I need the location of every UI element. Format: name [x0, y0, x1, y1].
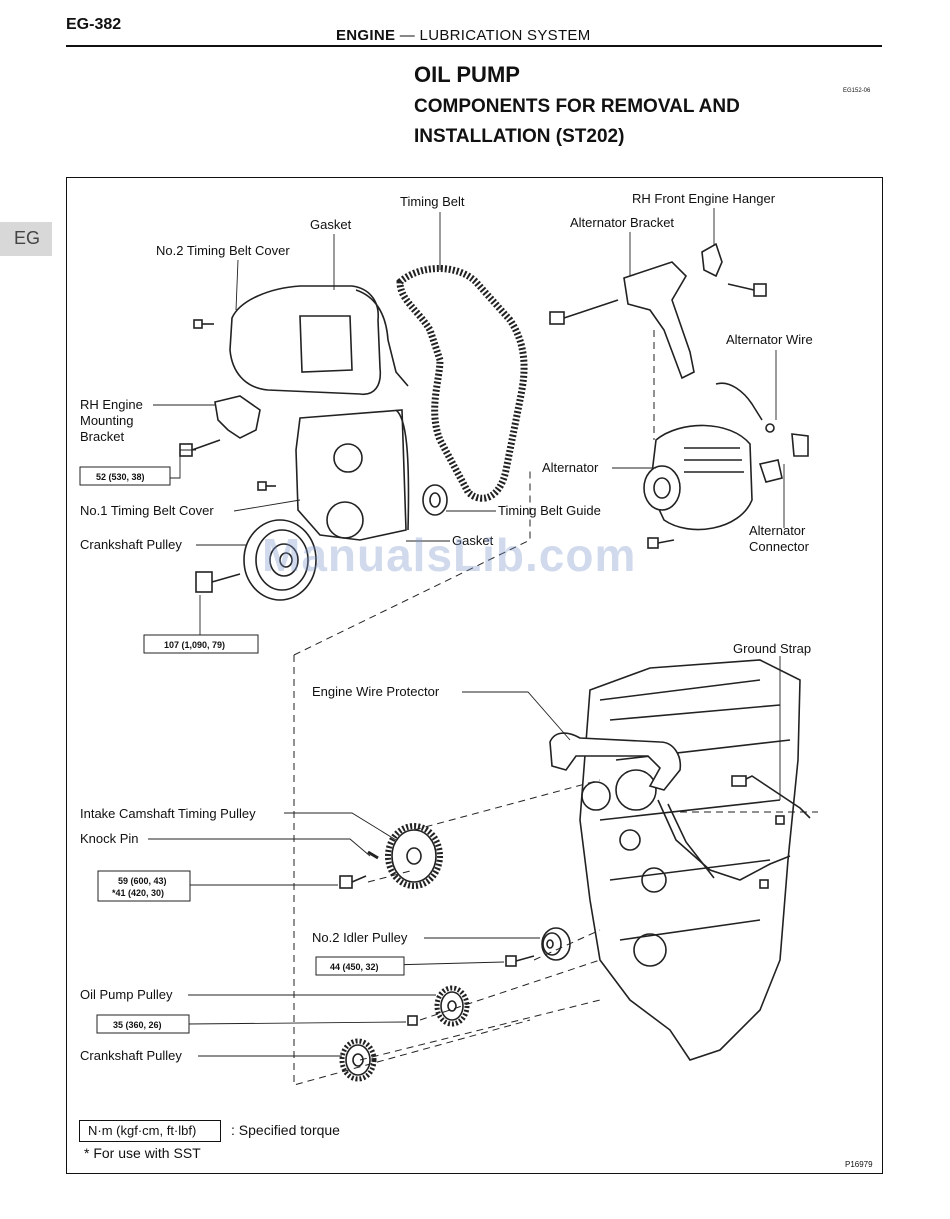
label-no2-timing-belt-cover: No.2 Timing Belt Cover [156, 243, 290, 258]
nut-icon [407, 1015, 418, 1026]
timing-belt [396, 265, 528, 502]
legend-unit: N·m (kgf·cm, ft·lbf) [88, 1123, 197, 1138]
no2-timing-belt-cover [229, 285, 382, 395]
long-bolt-icon [549, 299, 619, 325]
label-no1-timing-belt-cover: No.1 Timing Belt Cover [80, 503, 214, 518]
rh-engine-mounting-bracket [214, 395, 261, 439]
torque-box: 35 (360, 26) [96, 1014, 190, 1034]
label-alternator-connector-2: Connector [749, 539, 810, 554]
legend-sst-note: * For use with SST [84, 1145, 201, 1161]
ground-strap [739, 775, 811, 819]
label-timing-belt-guide: Timing Belt Guide [498, 503, 601, 518]
cover-opening [333, 443, 363, 473]
alternator-connector [791, 433, 809, 457]
bolt-icon [775, 815, 785, 825]
gasket-top [355, 289, 409, 387]
label-engine-wire-protector: Engine Wire Protector [312, 684, 440, 699]
alternator-wire [715, 382, 763, 421]
label-alternator-bracket: Alternator Bracket [570, 215, 674, 230]
alternator-bracket [623, 261, 695, 380]
torque-box: 59 (600, 43) *41 (420, 30) [97, 870, 191, 902]
engine-block [579, 659, 801, 1061]
torque-box: 52 (530, 38) [79, 466, 171, 486]
bolt-icon [193, 319, 214, 329]
knock-pin [367, 850, 379, 860]
page-subtitle: COMPONENTS FOR REMOVAL AND INSTALLATION (… [414, 92, 844, 152]
wire-harness [657, 799, 791, 881]
watermark: ManualsLib.com [262, 529, 637, 581]
crankshaft-pulley-top [243, 519, 317, 601]
label-intake-camshaft-timing-pulley: Intake Camshaft Timing Pulley [80, 806, 256, 821]
page-title: OIL PUMP [414, 62, 520, 87]
side-tab-label: EG [14, 228, 41, 248]
belt-guide-hole [429, 492, 441, 508]
legend-unit-description: : Specified torque [231, 1122, 340, 1138]
torque-52: 52 (530, 38) [96, 472, 145, 482]
side-tab[interactable]: EG [0, 222, 52, 256]
section-heading-bold: ENGINE [336, 27, 396, 44]
guide-line [293, 470, 531, 1086]
section-heading-rest: — LUBRICATION SYSTEM [395, 27, 591, 44]
label-rh-engine-mounting-2: Mounting [80, 413, 133, 428]
wire-terminal [765, 423, 775, 433]
diagram-frame [66, 177, 883, 1174]
label-timing-belt: Timing Belt [400, 194, 465, 209]
header-rule [66, 45, 882, 47]
label-rh-engine-mounting-3: Bracket [80, 429, 124, 444]
ground-strap-end [731, 775, 747, 787]
oil-pump-pulley [434, 985, 470, 1027]
torque-59: 59 (600, 43) [118, 876, 167, 886]
no2-idler-pulley [541, 927, 571, 961]
label-alternator-wire: Alternator Wire [726, 332, 813, 347]
label-ground-strap: Ground Strap [733, 641, 811, 656]
bolt-icon [759, 879, 769, 889]
label-rh-front-engine-hanger: RH Front Engine Hanger [632, 191, 776, 206]
label-rh-engine-mounting-1: RH Engine [80, 397, 143, 412]
intake-camshaft-timing-pulley [385, 823, 443, 889]
label-gasket-mid: Gasket [452, 533, 494, 548]
torque-box: 44 (450, 32) [315, 956, 405, 976]
doc-code: EG152-06 [843, 88, 871, 94]
label-no2-idler-pulley: No.2 Idler Pulley [312, 930, 408, 945]
torque-41: *41 (420, 30) [112, 888, 164, 898]
legend-unit-box: N·m (kgf·cm, ft·lbf) [79, 1120, 221, 1142]
bolt-icon [339, 875, 367, 889]
connector-plug [758, 459, 783, 483]
guide-line [359, 779, 601, 1061]
engine-wire-protector [549, 732, 682, 791]
torque-107: 107 (1,090, 79) [164, 640, 225, 650]
timing-belt-guide [422, 484, 448, 516]
page-number: EG-382 [66, 16, 122, 33]
label-crankshaft-pulley-top: Crankshaft Pulley [80, 537, 182, 552]
bolt-icon [179, 439, 221, 457]
label-knock-pin: Knock Pin [80, 831, 139, 846]
label-gasket-top: Gasket [310, 217, 352, 232]
bolt-icon [195, 571, 241, 593]
bolt-icon [505, 955, 535, 967]
crankshaft-pulley-bottom [339, 1038, 377, 1082]
torque-44: 44 (450, 32) [330, 962, 379, 972]
label-crankshaft-pulley-bottom: Crankshaft Pulley [80, 1048, 182, 1063]
bolt-icon [257, 481, 276, 491]
bolt-icon [727, 283, 767, 297]
rh-front-engine-hanger [701, 242, 723, 278]
cover-opening [326, 501, 364, 539]
torque-box: 107 (1,090, 79) [143, 634, 259, 654]
alternator [643, 424, 753, 531]
no1-timing-belt-cover [295, 409, 407, 541]
leader-lines [148, 208, 785, 1057]
label-alternator: Alternator [542, 460, 599, 475]
subtitle-line-2: INSTALLATION (ST202) [414, 126, 625, 147]
label-alternator-connector-1: Alternator [749, 523, 806, 538]
torque-35: 35 (360, 26) [113, 1020, 162, 1030]
subtitle-line-1: COMPONENTS FOR REMOVAL AND [414, 96, 740, 117]
gasket-mid [395, 409, 410, 531]
figure-code: P16979 [845, 1160, 873, 1169]
bolt-icon [647, 537, 675, 549]
cover-window [299, 315, 353, 373]
section-heading: ENGINE — LUBRICATION SYSTEM [336, 27, 591, 44]
label-oil-pump-pulley: Oil Pump Pulley [80, 987, 173, 1002]
